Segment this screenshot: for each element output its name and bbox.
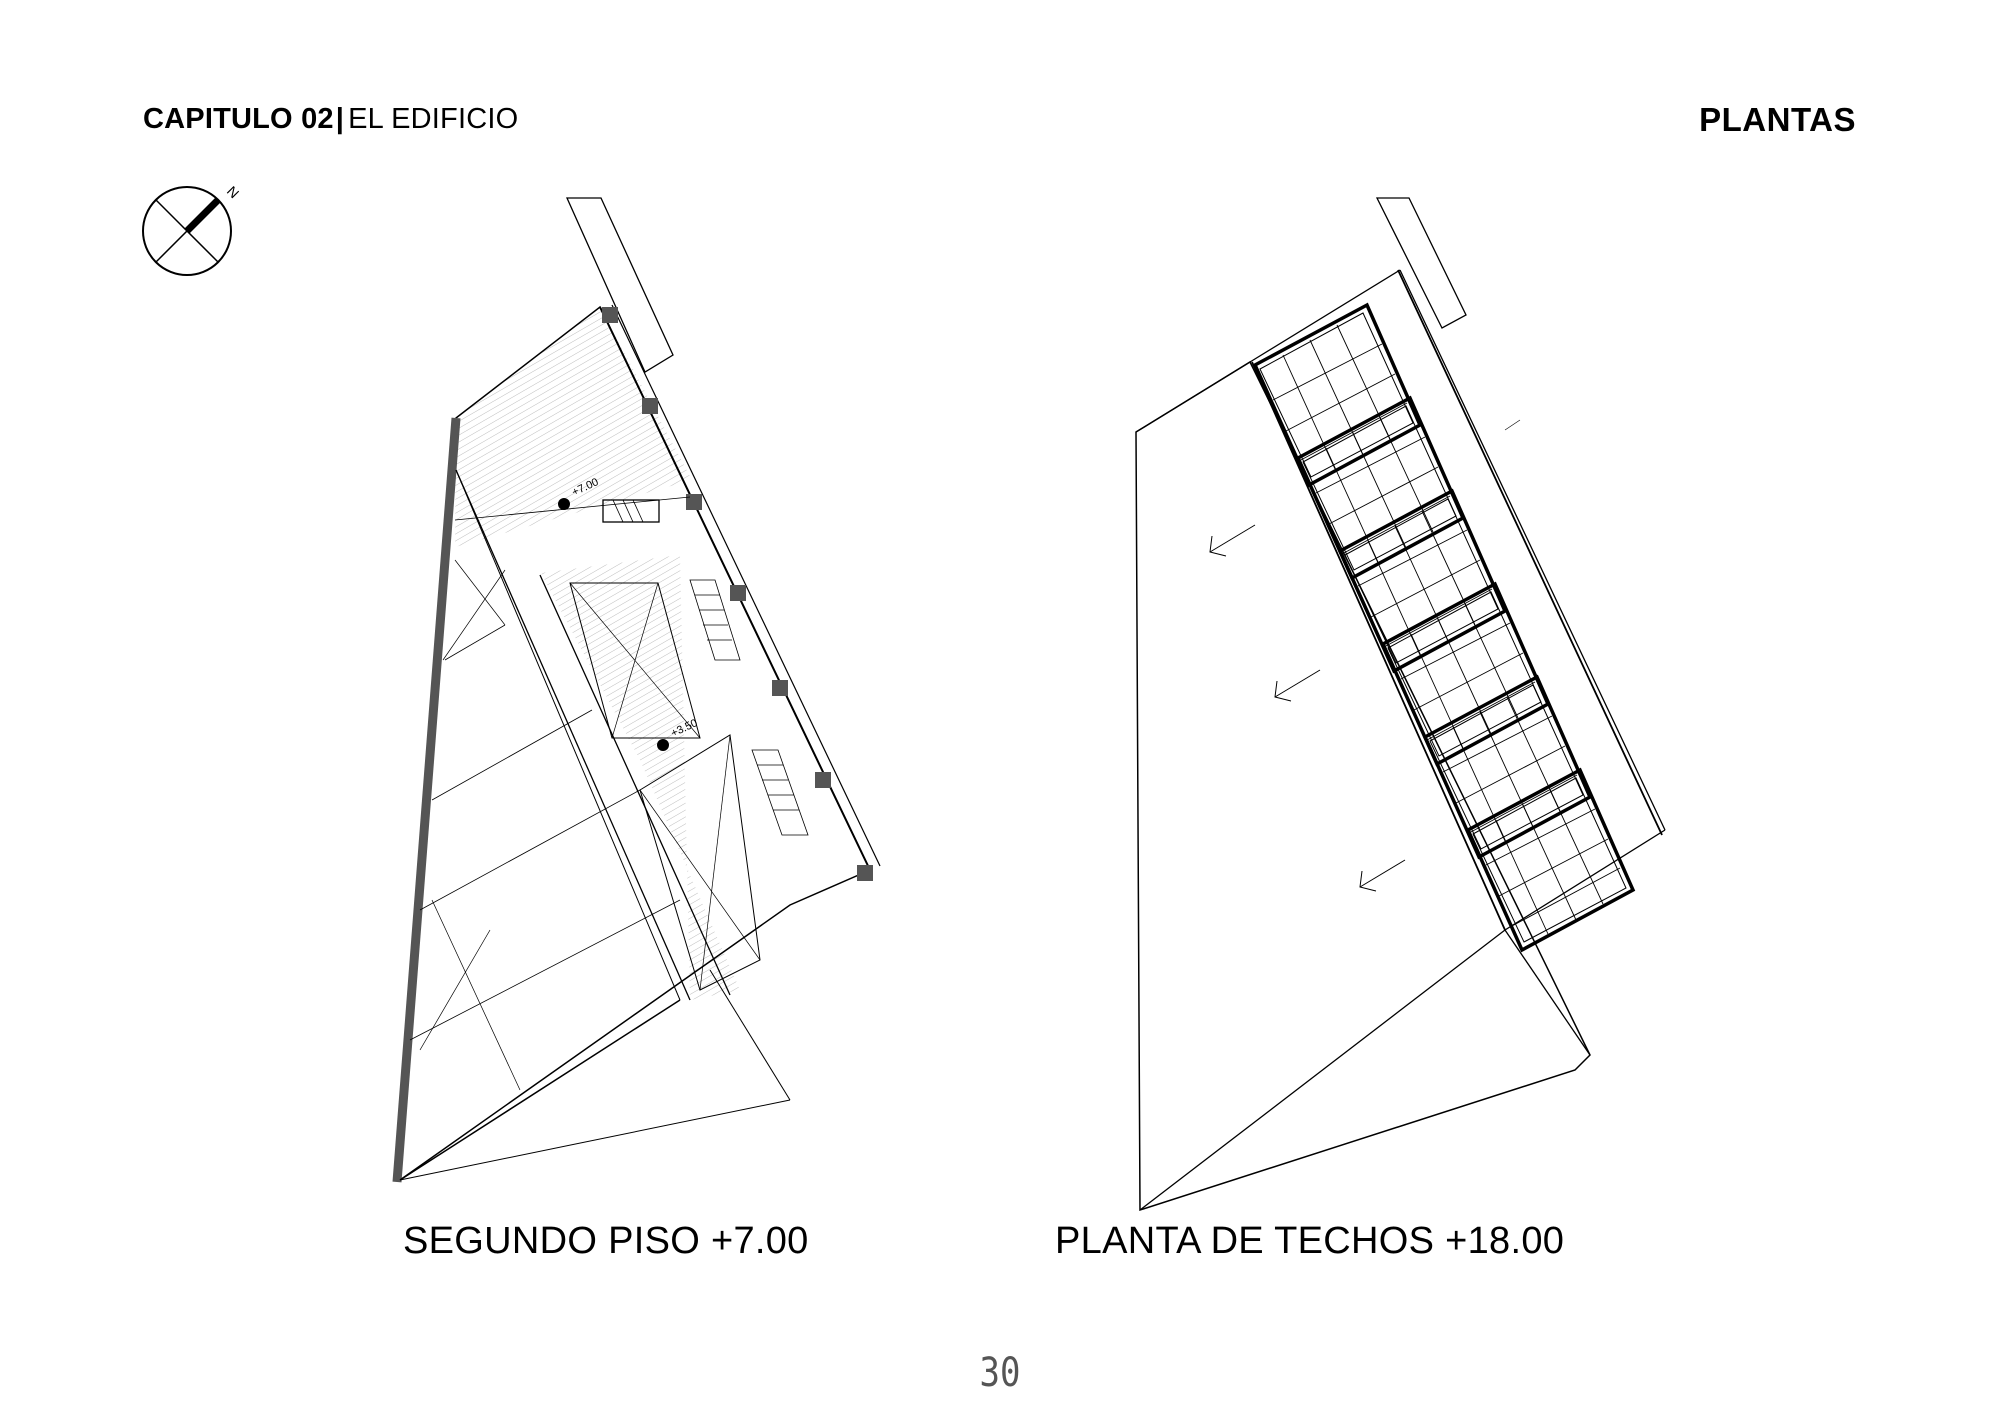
skylight-module-3	[1338, 489, 1507, 673]
header-separator: |	[335, 103, 345, 135]
chapter-header: CAPITULO 02|EL EDIFICIO	[143, 103, 518, 136]
skylight-module-5	[1423, 675, 1592, 859]
section-label: EL EDIFICIO	[348, 103, 519, 135]
north-label: N	[224, 183, 242, 201]
north-arrow-icon: N	[142, 183, 242, 276]
second-floor-plan: +7.00 +3.50	[392, 197, 881, 1183]
slope-arrow-icon	[1209, 524, 1406, 892]
page-title: PLANTAS	[1699, 101, 1856, 138]
roof-plan	[1135, 197, 1666, 1212]
page-number: 30	[979, 1350, 1021, 1396]
skylight-module-4	[1381, 582, 1550, 766]
skylight-module-6	[1466, 768, 1635, 952]
chapter-label: CAPITULO 02	[143, 103, 334, 135]
roof-plan-caption: PLANTA DE TECHOS +18.00	[1055, 1220, 1565, 1262]
second-floor-caption: SEGUNDO PISO +7.00	[403, 1220, 809, 1262]
skylight-module-2	[1296, 396, 1465, 580]
skylight-module-1	[1253, 303, 1422, 487]
